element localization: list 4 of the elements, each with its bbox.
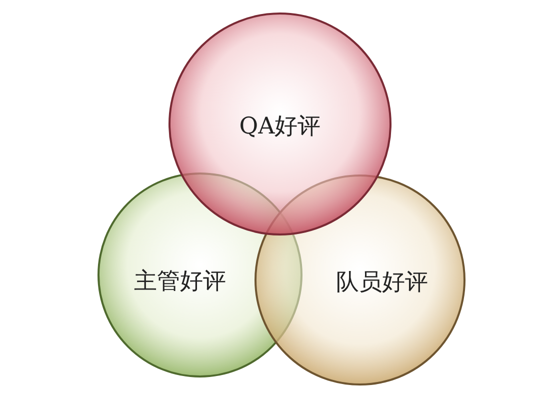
circle-label: 队员好评 — [336, 268, 428, 298]
circle-label: 主管好评 — [134, 268, 226, 296]
venn-circle — [168, 12, 392, 236]
circle-label: QA好评 — [239, 112, 321, 142]
